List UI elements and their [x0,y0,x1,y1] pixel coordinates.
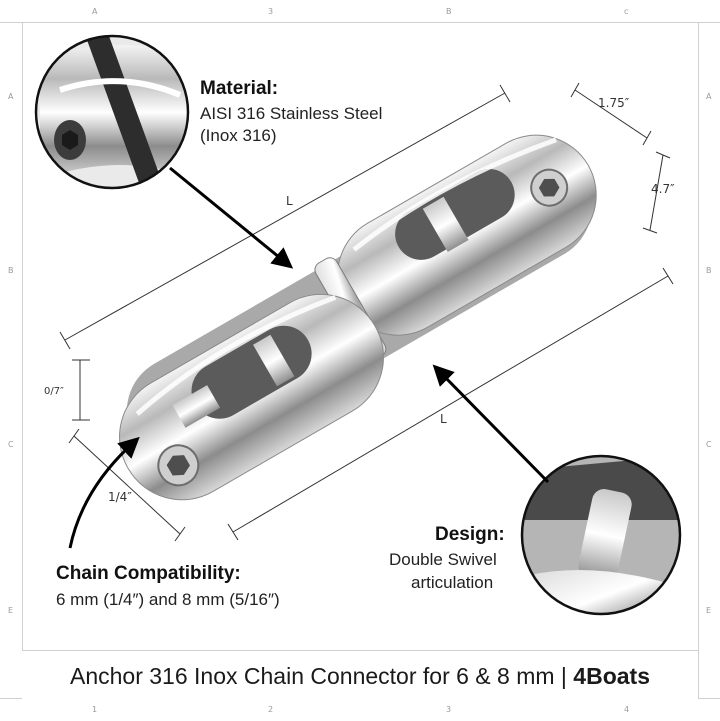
length-top-label: L [286,194,293,208]
design-title: Design: [435,524,505,545]
design-zoom [520,454,682,616]
material-line1: AISI 316 Stainless Steel [200,104,383,123]
frame-top-label: c [624,7,629,16]
design-line1: Double Swivel [389,550,497,569]
frame-bottom-label: 1 [92,705,98,714]
frame-bottom-label: 3 [446,705,452,714]
frame-left-label: B [8,266,14,275]
width-line [574,89,648,139]
frame-top-border [0,0,720,23]
right-pin [422,196,469,253]
pin-label: 0/7″ [44,386,64,397]
frame-right-label: B [706,266,712,275]
frame-left-label: C [8,440,14,449]
end-label: 1/4″ [108,490,132,504]
chain-title: Chain Compatibility: [56,563,241,584]
right-slot [395,168,515,260]
caption-bar: Anchor 316 Inox Chain Connector for 6 & … [22,650,698,699]
end-line [73,435,181,535]
caption-text: Anchor 316 Inox Chain Connector for 6 & … [70,663,574,689]
frame-bottom-label: 2 [268,705,274,714]
design-line2: articulation [411,573,494,592]
height-label: 4.7″ [651,182,675,196]
width-label: 1.75″ [598,96,630,110]
left-slot [191,325,312,419]
material-zoom [34,34,190,190]
chain-connector [119,134,597,501]
frame-right-label: C [706,440,712,449]
length-bottom-line [232,275,669,533]
length-bottom-label: L [440,412,447,426]
material-line2: (Inox 316) [200,126,277,145]
frame-left-label: E [8,606,14,615]
frame-left-label: A [8,92,14,101]
product-caption: Anchor 316 Inox Chain Connector for 6 & … [22,663,698,690]
height-line [649,154,664,231]
material-title: Material: [200,78,279,99]
frame-right-label: A [706,92,712,101]
material-arrow [169,166,294,269]
frame-right-border [698,22,720,698]
frame-top-label: A [92,7,98,16]
length-top-line [64,92,506,341]
chain-line1: 6 mm (1/4″) and 8 mm (5/16″) [56,590,280,609]
dimension-lines [59,82,674,542]
design-arrow [432,364,550,484]
left-pin [172,385,221,428]
chain-arrow [68,436,140,549]
frame-top-label: 3 [268,7,274,16]
frame-right-label: E [706,606,712,615]
brand-name: 4Boats [573,663,650,689]
frame-bottom-label: 4 [624,705,630,714]
frame-left-border [0,22,23,698]
callout-arrows [68,166,550,549]
frame-top-label: B [446,7,452,16]
